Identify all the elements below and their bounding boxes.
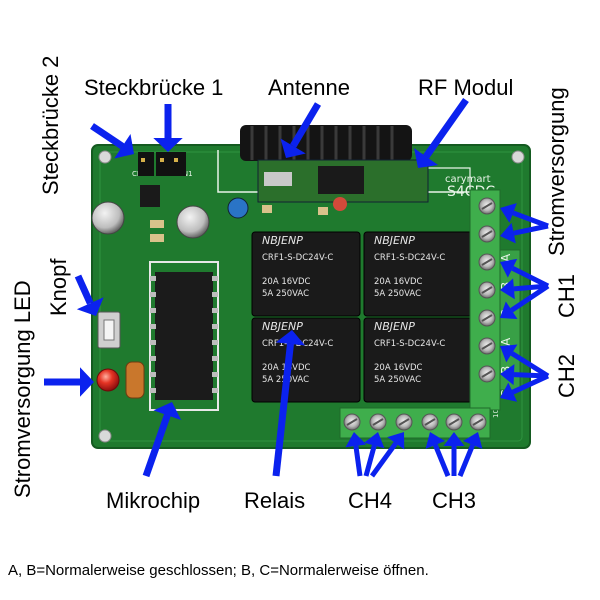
terminal-screw (478, 365, 496, 383)
arrow (153, 104, 183, 152)
arrow (142, 402, 182, 478)
relay-text: NBJENP (262, 234, 303, 247)
label-relais: Relais (244, 488, 306, 513)
footnote: A, B=Normalerweise geschlossen; B, C=Nor… (8, 562, 429, 579)
jumper-headers (138, 152, 186, 176)
screws-bottom (343, 413, 487, 431)
label-steckbruecke-2: Steckbrücke 2 (38, 55, 63, 195)
label-mikrochip: Mikrochip (106, 488, 201, 513)
terminal-screw (469, 413, 487, 431)
label-stromversorgung-led: Stromversorgung LED (10, 280, 35, 498)
arrow (500, 203, 549, 229)
relay-text: 20A 16VDC (374, 277, 423, 287)
relay-text: CRF1-S-DC24V-C (374, 253, 445, 263)
arrow (280, 102, 322, 158)
label-stromversorgung-right: Stromversorgung (544, 87, 569, 256)
antenna-coil (240, 125, 412, 161)
terminal-screw (478, 253, 496, 271)
arrow (363, 432, 385, 477)
arrow (74, 274, 104, 316)
relay-text: 20A 16VDC (374, 363, 423, 373)
terminal-screw (478, 197, 496, 215)
relay-text: 5A 250VAC (262, 289, 309, 299)
arrow (443, 432, 465, 476)
arrow (500, 258, 550, 289)
arrow (457, 432, 483, 477)
relay-text: NBJENP (262, 320, 303, 333)
terminal-screw (478, 225, 496, 243)
arrow (500, 344, 550, 379)
relay-text: 20A 16VDC (262, 277, 311, 287)
terminal-screw (421, 413, 439, 431)
arrow (272, 330, 306, 477)
relay-text: NBJENP (374, 234, 415, 247)
label-ch4: CH4 (348, 488, 393, 513)
terminal-screw (369, 413, 387, 431)
arrow (369, 432, 405, 478)
arrow (500, 283, 550, 319)
terminal-letter: A (499, 253, 513, 262)
relay: NBJENP CRF1-S-DC24V-C 20A 16VDC 5A 250VAC (363, 231, 473, 317)
push-button (97, 311, 121, 349)
arrow (500, 373, 550, 402)
relay-text: 5A 250VAC (374, 375, 421, 385)
terminal-screw (445, 413, 463, 431)
relay-text: NBJENP (374, 320, 415, 333)
arrow (500, 278, 549, 300)
terminal-screw (478, 337, 496, 355)
arrow (90, 123, 134, 159)
terminal-screw (343, 413, 361, 431)
label-ch3: CH3 (432, 488, 477, 513)
label-ch2: CH2 (554, 353, 579, 398)
relay-text: CRF1-S-DC24V-C (262, 253, 333, 263)
board-brand: carymart (445, 174, 491, 185)
label-steckbruecke-1: Steckbrücke 1 (84, 75, 224, 100)
label-rf-modul: RF Modul (418, 75, 514, 100)
arrow (425, 432, 451, 477)
arrow (414, 97, 469, 168)
rf-module (257, 159, 429, 211)
relay: NBJENP CRF1-S-DC24V-C 20A 16VDC 5A 250VAC (363, 317, 473, 403)
terminal-block-bottom (339, 407, 491, 439)
microchip (149, 261, 219, 411)
label-ch1: CH1 (554, 273, 579, 318)
relay-text: 5A 250VAC (374, 289, 421, 299)
terminal-screw (395, 413, 413, 431)
relays: NBJENP CRF1-S-DC24V-C 20A 16VDC 5A 250VAC NB… (251, 231, 473, 403)
brown-capacitor (125, 361, 145, 399)
arrow (345, 432, 367, 477)
arrows (44, 97, 550, 478)
capacitors (91, 185, 328, 242)
arrow (500, 222, 549, 244)
label-knopf: Knopf (46, 258, 71, 317)
relay-text: CRF1-S-DC24V-C (374, 339, 445, 349)
relay: NBJENP CRF1-S-DC24V-C 20A 16VDC 5A 250VAC (251, 231, 361, 317)
terminal-screw (478, 281, 496, 299)
label-antenne: Antenne (268, 75, 350, 100)
arrow (44, 367, 94, 397)
arrow (500, 364, 549, 386)
screws-right (478, 197, 496, 383)
terminal-screw (478, 309, 496, 327)
led (96, 368, 120, 392)
terminal-letter: A (499, 337, 513, 346)
